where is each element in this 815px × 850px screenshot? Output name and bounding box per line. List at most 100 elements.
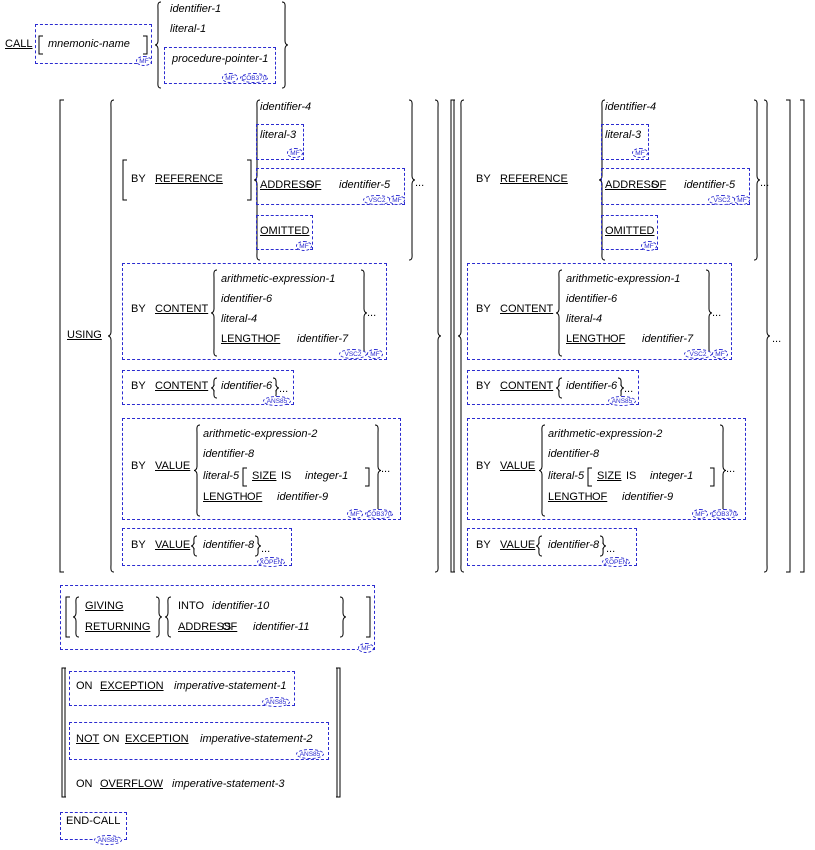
left-brace <box>538 424 546 517</box>
right-brace <box>272 377 280 399</box>
dialect-badge-mf: MF <box>632 148 648 158</box>
operand-imperative-statement-2: imperative-statement-2 <box>200 733 313 745</box>
keyword-value: VALUE <box>500 539 536 551</box>
operand-identifier-5: identifier-5 <box>339 179 391 191</box>
left-brace <box>598 99 606 261</box>
noise-word-by: BY <box>476 380 491 392</box>
dialect-badge-cob370: COB370 <box>240 73 268 83</box>
left-brace <box>457 99 465 573</box>
right-bracket <box>366 596 371 638</box>
left-brace <box>253 99 261 261</box>
repeat-ellipsis: ... <box>606 543 616 555</box>
dialect-badge-mf: MF <box>222 73 238 83</box>
right-brace <box>155 596 163 638</box>
keyword-of: OF <box>222 621 238 633</box>
left-brace <box>164 596 172 638</box>
right-brace <box>753 99 761 261</box>
dialect-box-by-value-single <box>122 528 292 566</box>
operand-literal-5: literal-5 <box>203 470 240 482</box>
operand-identifier-6: identifier-6 <box>566 293 618 305</box>
right-brace <box>763 99 771 573</box>
noise-word-is: IS <box>626 470 637 482</box>
right-brace <box>339 596 347 638</box>
dialect-badge-mf: MF <box>641 241 657 251</box>
right-bracket <box>365 467 370 487</box>
dialect-badge-cob370: COB370 <box>365 509 393 519</box>
right-bracket <box>800 99 805 573</box>
dialect-box-literal-3 <box>601 124 649 160</box>
keyword-content: CONTENT <box>155 380 209 392</box>
operand-identifier-4: identifier-4 <box>260 101 312 113</box>
dialect-box-by-content-single <box>122 370 294 405</box>
dialect-badge-vsc2: VSC2 <box>708 195 736 205</box>
dialect-badge-ans85: ANS85 <box>94 835 122 845</box>
dialect-box-by-content-list <box>122 263 387 360</box>
keyword-overflow: OVERFLOW <box>100 778 163 790</box>
dialect-badge-xopen: XOPEN <box>602 557 630 567</box>
operand-identifier-5: identifier-5 <box>684 179 736 191</box>
operand-literal-3: literal-3 <box>260 129 297 141</box>
keyword-address: ADDRESS <box>260 179 314 191</box>
keyword-of: OF <box>265 333 281 345</box>
dialect-badge-mf: MF <box>692 509 708 519</box>
dialect-box-address-of <box>601 168 750 205</box>
keyword-size: SIZE <box>252 470 277 482</box>
dialect-box-by-value-single <box>467 528 637 566</box>
keyword-value: VALUE <box>155 539 191 551</box>
noise-word-on: ON <box>103 733 120 745</box>
operand-identifier-10: identifier-10 <box>212 600 270 612</box>
keyword-value: VALUE <box>155 460 191 472</box>
operand-identifier-6: identifier-6 <box>221 293 273 305</box>
operand-arithmetic-expression-1: arithmetic-expression-1 <box>566 273 681 285</box>
operand-identifier-11: identifier-11 <box>253 621 310 633</box>
dialect-badge-mf: MF <box>136 56 152 66</box>
dialect-box-literal-3 <box>256 124 304 160</box>
dialect-box-on-exception <box>69 671 295 706</box>
right-brace <box>617 377 625 399</box>
dialect-badge-mf: MF <box>287 148 303 158</box>
left-brace <box>210 269 218 357</box>
keyword-content: CONTENT <box>500 303 554 315</box>
operand-identifier-8: identifier-8 <box>548 448 600 460</box>
operand-literal-1: literal-1 <box>170 23 207 35</box>
dialect-box-giving-returning <box>60 585 375 650</box>
keyword-exception: EXCEPTION <box>125 733 189 745</box>
left-bracket <box>587 467 592 487</box>
keyword-call: CALL <box>5 38 33 50</box>
noise-word-by: BY <box>476 460 491 472</box>
dialect-box-end-call <box>60 812 127 840</box>
dialect-badge-ans85: ANS85 <box>608 396 636 406</box>
operand-arithmetic-expression-2: arithmetic-expression-2 <box>203 428 318 440</box>
dialect-badge-vsc2: VSC2 <box>339 349 367 359</box>
dialect-box-omitted <box>256 215 313 250</box>
noise-word-by: BY <box>131 303 146 315</box>
operand-imperative-statement-3: imperative-statement-3 <box>172 778 285 790</box>
dialect-badge-mf: MF <box>296 241 312 251</box>
dialect-badge-vsc2: VSC2 <box>363 195 391 205</box>
keyword-content: CONTENT <box>500 380 554 392</box>
right-brace <box>599 535 607 557</box>
right-brace <box>281 1 289 89</box>
dialect-box-procedure-pointer <box>164 47 276 84</box>
dialect-box-not-on-exception <box>69 722 329 760</box>
dialect-box-by-content-list <box>467 263 732 360</box>
operand-literal-3: literal-3 <box>605 129 642 141</box>
dialect-badge-ans85: ANS85 <box>296 749 324 759</box>
right-bracket <box>247 159 252 201</box>
operand-procedure-pointer-1: procedure-pointer-1 <box>172 53 269 65</box>
dialect-badge-mf: MF <box>358 643 374 653</box>
keyword-returning: RETURNING <box>85 621 151 633</box>
dialect-box-mnemonic-name <box>35 24 152 64</box>
left-brace <box>107 99 115 573</box>
noise-word-is: IS <box>281 470 292 482</box>
repeat-ellipsis: ... <box>415 177 425 189</box>
keyword-address: ADDRESS <box>178 621 232 633</box>
left-brace <box>210 377 218 399</box>
left-brace <box>190 535 198 557</box>
operand-identifier-1: identifier-1 <box>170 3 222 15</box>
left-brace <box>193 424 201 517</box>
repeat-ellipsis: ... <box>726 463 736 475</box>
operand-identifier-7: identifier-7 <box>642 333 694 345</box>
dialect-badge-mf: MF <box>389 195 405 205</box>
dialect-badge-mf: MF <box>734 195 750 205</box>
